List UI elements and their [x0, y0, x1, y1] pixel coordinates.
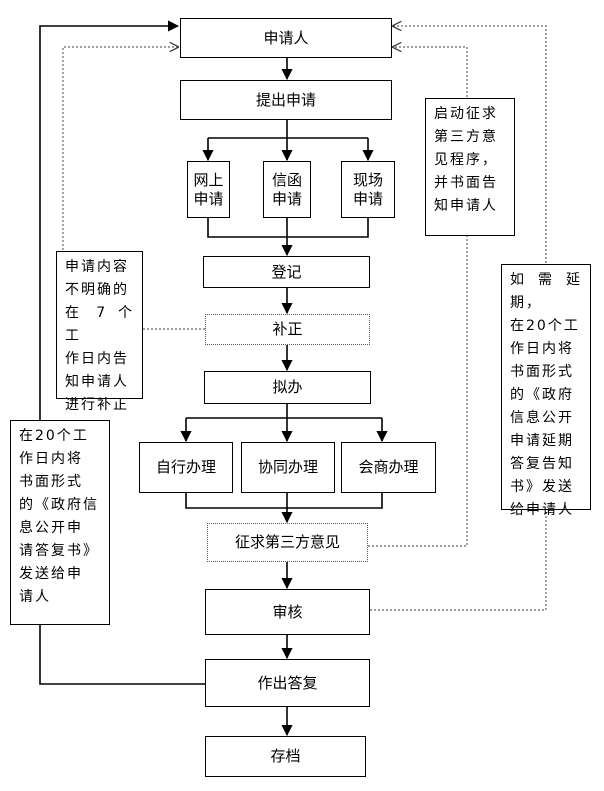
note-reply-letter: 在20个工 作日内将 书面形式 的《政府信 息公开申 请答复书》 发送给申 请人: [10, 420, 110, 625]
node-reply: 作出答复: [205, 659, 370, 707]
note-extension: 如需延期， 在20个工 作日内将 书面形式 的《政府 信息公开 申请延期 答复告…: [501, 264, 591, 518]
node-register: 登记: [203, 256, 370, 288]
node-draft: 拟办: [204, 371, 371, 404]
node-archive: 存档: [205, 736, 366, 777]
dotted-review-extension: [370, 510, 547, 611]
note-third-party-procedure: 启动征求 第三方意 见程序， 并书面告 知申请人: [425, 98, 515, 236]
node-applicant: 申请人: [180, 18, 392, 58]
dotted-unclear-feedback: [62, 47, 178, 250]
node-letter-apply: 信函 申请: [263, 161, 311, 218]
dotted-extension-feedback: [393, 26, 547, 263]
node-onsite-apply: 现场 申请: [341, 161, 395, 218]
dotted-third-feedback: [368, 236, 468, 547]
line-reply-feedback: [39, 20, 205, 685]
node-submit: 提出申请: [180, 80, 392, 120]
note-unclear-content: 申请内容 不明确的 在 7 个工 作日内告 知申请人 进行补正: [56, 251, 143, 413]
line-merge-handle: [185, 493, 383, 509]
dotted-procedure-feedback: [393, 47, 468, 97]
line-merge-apply: [207, 218, 369, 238]
node-supplement: 补正: [205, 314, 370, 345]
node-consult-handle: 会商办理: [341, 442, 436, 493]
node-online-apply: 网上 申请: [187, 161, 230, 218]
node-third-party: 征求第三方意见: [207, 523, 368, 562]
node-review: 审核: [205, 589, 370, 635]
node-self-handle: 自行办理: [139, 442, 233, 493]
node-co-handle: 协同办理: [241, 442, 335, 493]
